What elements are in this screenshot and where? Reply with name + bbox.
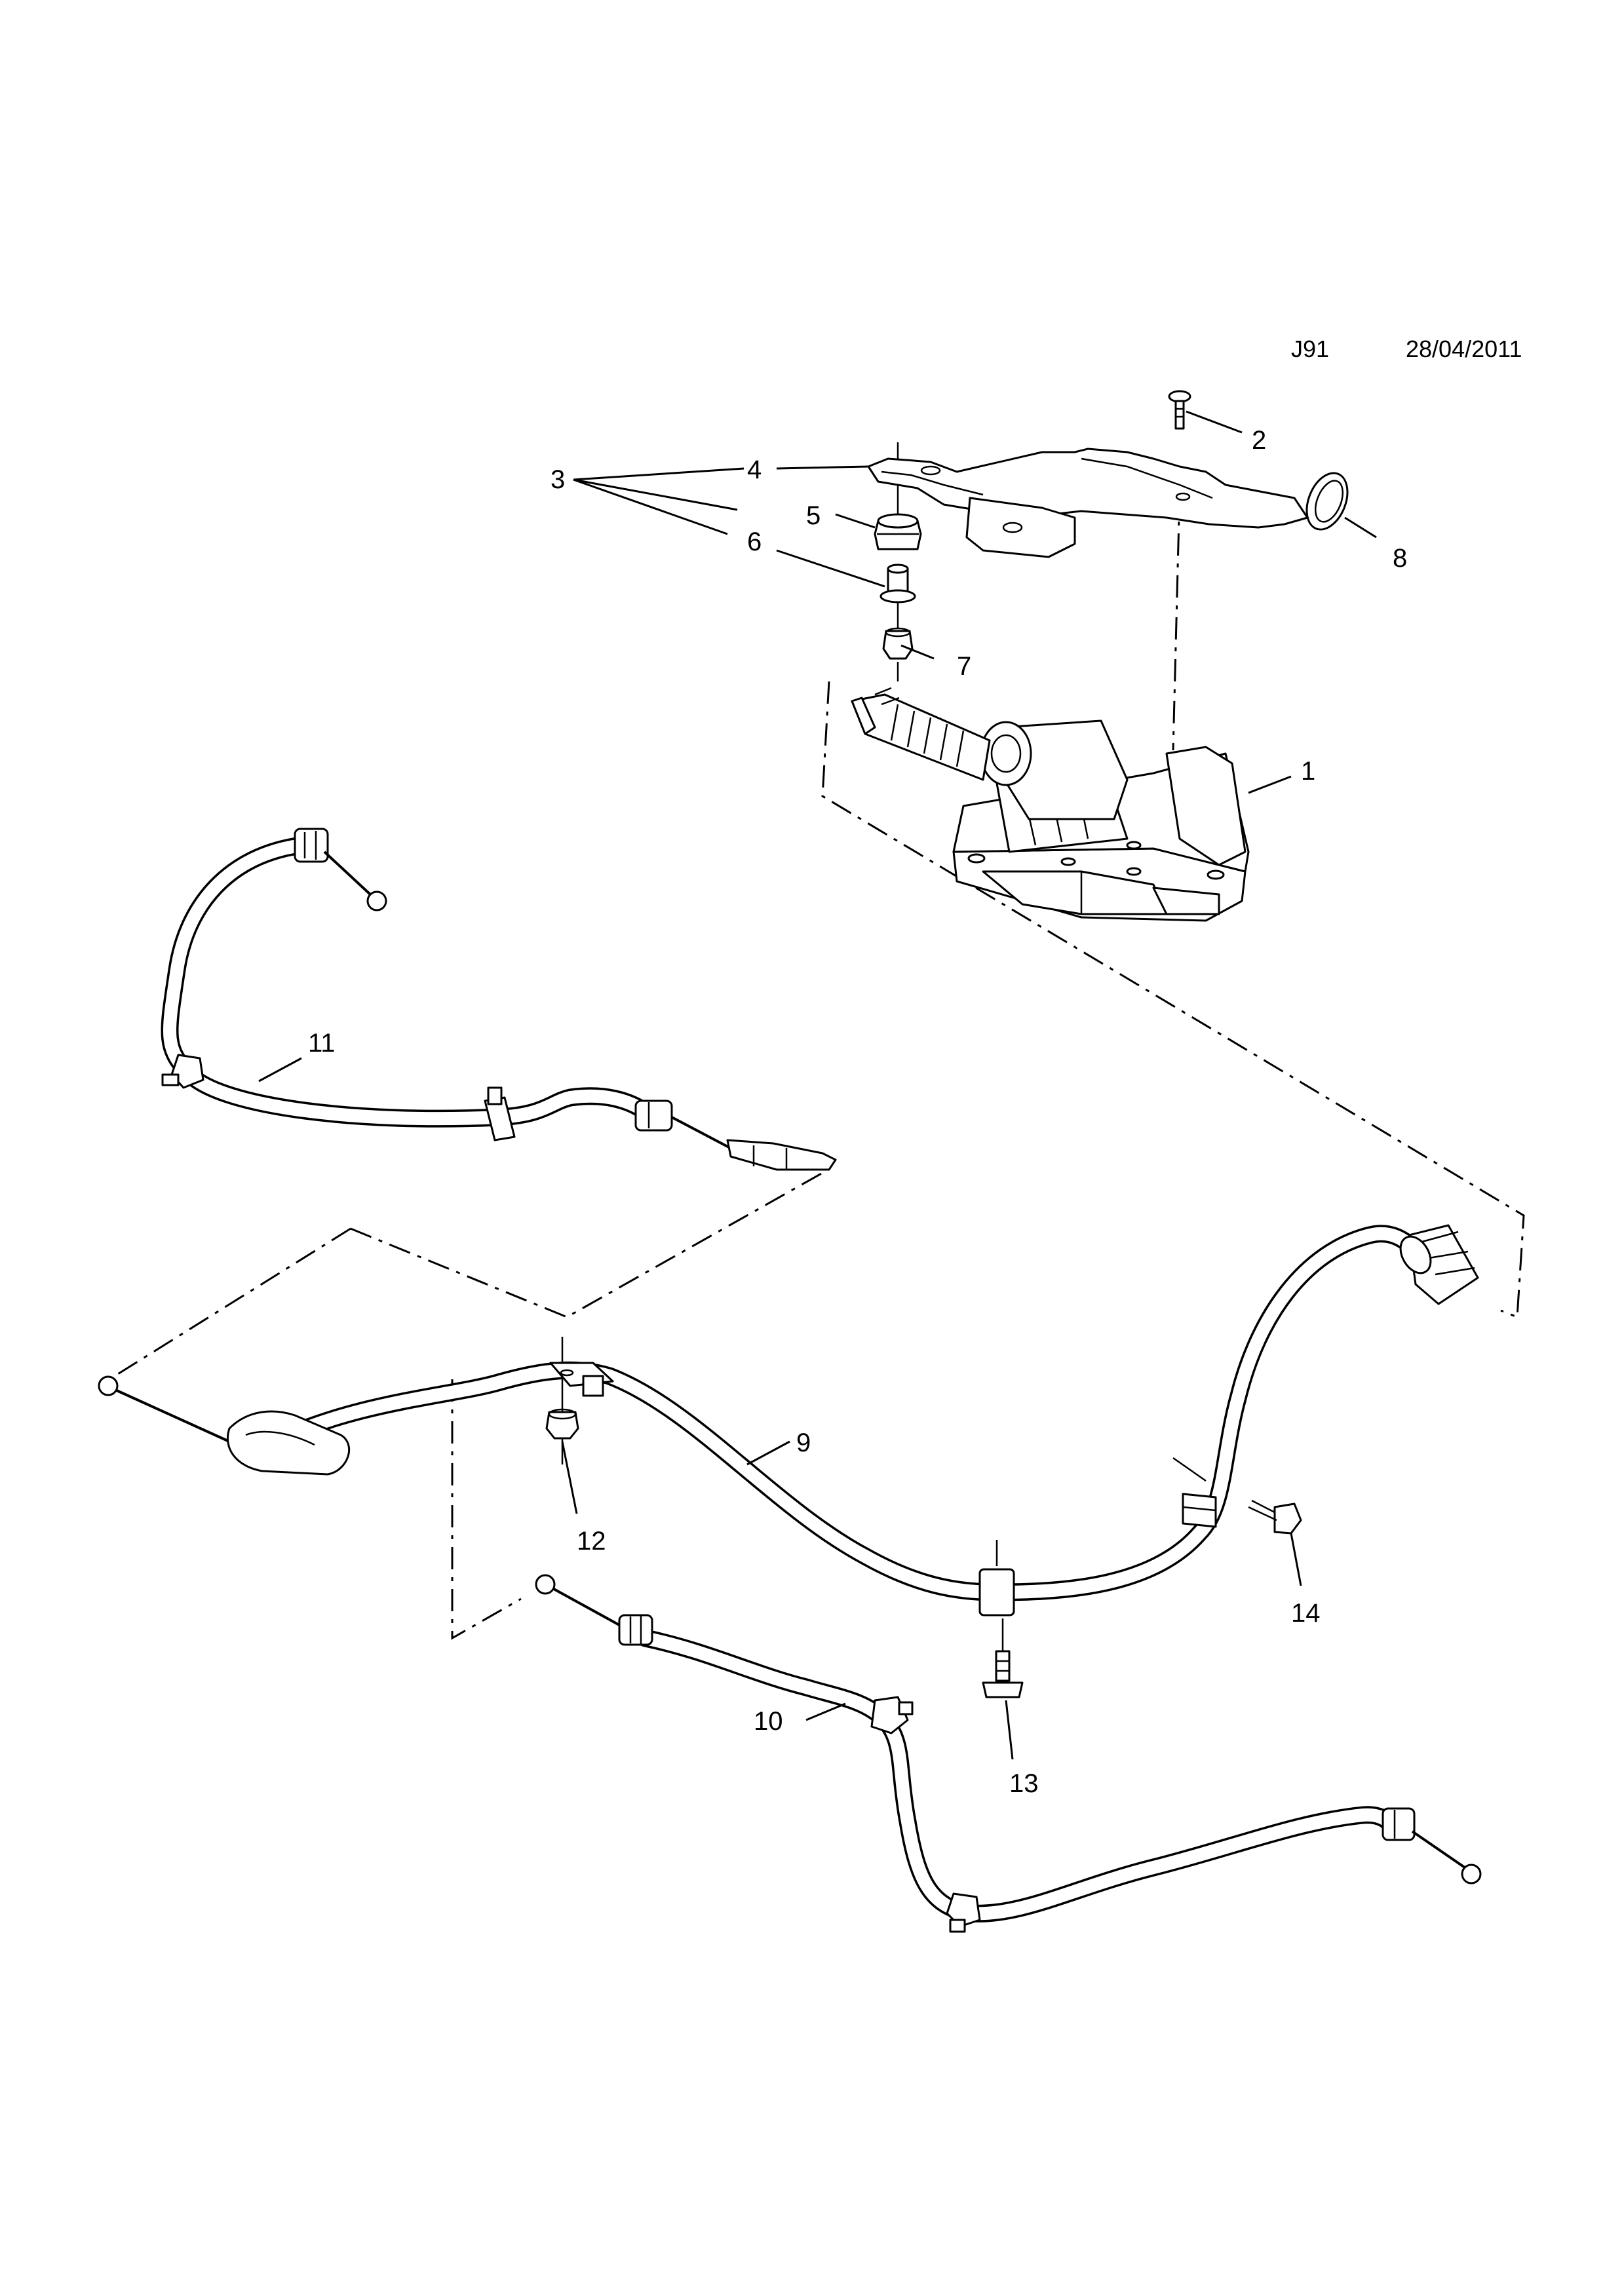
callout-1: 1: [1301, 757, 1315, 786]
callout-13: 13: [1009, 1769, 1039, 1798]
seal-ring-part-8: [1305, 472, 1349, 531]
callout-9: 9: [796, 1428, 811, 1457]
callout-12: 12: [577, 1527, 606, 1556]
cable-part-9: [98, 1224, 1479, 1617]
callout-4: 4: [747, 455, 762, 484]
callout-8: 8: [1393, 544, 1407, 573]
leader-lines: [258, 410, 1377, 1760]
cable-part-10: [535, 1574, 1482, 1933]
callout-11: 11: [308, 1029, 336, 1058]
bolt-part-13: [982, 1650, 1024, 1698]
brake-actuator-part-1: [851, 687, 1250, 922]
bracket-part-4: [867, 448, 1309, 558]
callout-3: 3: [551, 465, 565, 494]
grommet-part-5: [874, 513, 922, 550]
nut-part-7: [882, 627, 914, 660]
bolt-part-14: [1248, 1499, 1302, 1535]
callout-6: 6: [747, 527, 762, 556]
nut-part-12: [545, 1408, 579, 1440]
cable-part-11: [161, 828, 837, 1171]
callout-14: 14: [1291, 1599, 1321, 1628]
callout-10: 10: [754, 1707, 783, 1736]
callout-2: 2: [1252, 426, 1266, 455]
sleeve-part-6: [880, 564, 916, 603]
callout-labels: 1 2 3 4 5 6 7 8 9 10 11 12 13 14: [308, 426, 1407, 1798]
diagram-code: J91: [1291, 335, 1329, 362]
diagram-date: 28/04/2011: [1406, 335, 1522, 362]
callout-7: 7: [957, 652, 971, 681]
callout-5: 5: [806, 501, 821, 530]
screw-part-2: [1168, 390, 1191, 430]
